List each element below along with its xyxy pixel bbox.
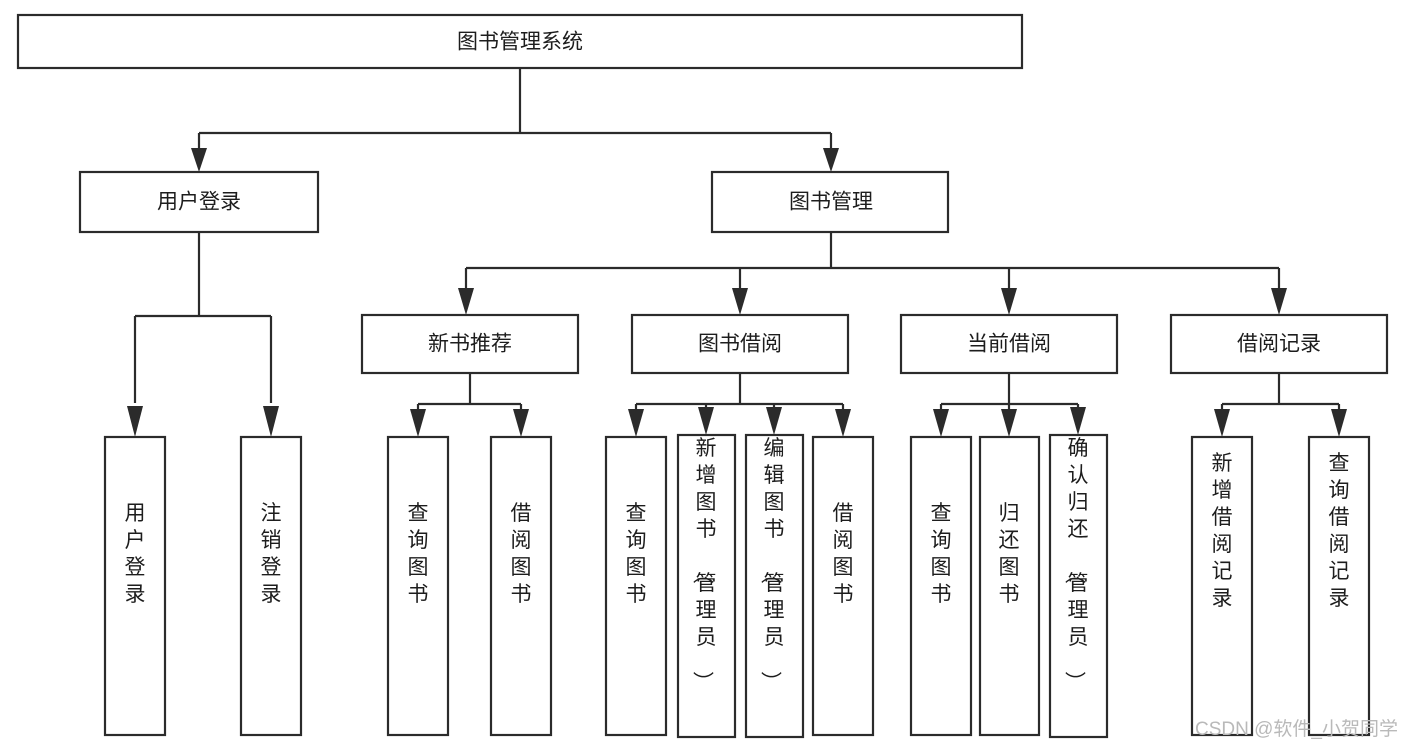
connector-bookmanage-to-level3 <box>464 232 1281 292</box>
node-book-borrow[interactable]: 图书借阅 <box>630 313 850 375</box>
node-current-borrow-box[interactable] <box>899 313 1119 375</box>
arrowhead-to-leaf-query-record <box>1331 409 1347 437</box>
node-leaf-add-book-box[interactable] <box>676 433 737 739</box>
node-book-manage[interactable]: 图书管理 <box>710 170 950 234</box>
arrowhead-to-leaf-borrow-book-1 <box>513 409 529 437</box>
node-leaf-borrow-book-2-label: 借阅图书 <box>833 502 854 606</box>
node-leaf-query-book-1-label: 查询图书 <box>408 502 429 606</box>
node-leaf-borrow-book-1[interactable]: 借阅图书 <box>489 435 553 737</box>
node-leaf-add-record[interactable]: 新增借阅记录 <box>1190 435 1254 737</box>
arrowhead-to-user-login <box>191 148 207 172</box>
node-book-manage-box[interactable] <box>710 170 950 234</box>
node-leaf-edit-book-box[interactable] <box>744 433 805 739</box>
node-leaf-query-book-2-label: 查询图书 <box>626 502 647 606</box>
node-new-book-rec[interactable]: 新书推荐 <box>360 313 580 375</box>
connector-borrowrecord-to-leaves <box>1220 373 1341 412</box>
arrowhead-to-leaf-add-book <box>698 407 714 435</box>
node-leaf-edit-book-label: 编辑图书（管理员） <box>759 437 785 692</box>
node-book-borrow-label: 图书借阅 <box>698 333 782 356</box>
node-leaf-user-login-label: 用户登录 <box>125 502 146 606</box>
node-leaf-query-book-2[interactable]: 查询图书 <box>604 435 668 737</box>
arrowhead-to-book-borrow <box>732 288 748 315</box>
node-new-book-rec-box[interactable] <box>360 313 580 375</box>
arrowhead-to-leaf-return-book <box>1001 409 1017 437</box>
node-book-manage-label: 图书管理 <box>789 191 873 214</box>
node-leaf-query-book-1[interactable]: 查询图书 <box>386 435 450 737</box>
node-user-login-box[interactable] <box>78 170 320 234</box>
node-borrow-record-label: 借阅记录 <box>1237 333 1321 356</box>
arrowhead-to-leaf-borrow-book-2 <box>835 409 851 437</box>
connectors-layer <box>127 68 1347 437</box>
node-leaf-query-book-2-box[interactable] <box>604 435 668 737</box>
node-leaf-confirm-return-box[interactable] <box>1048 433 1109 739</box>
node-leaf-user-login-box[interactable] <box>103 435 167 737</box>
node-leaf-query-book-3[interactable]: 查询图书 <box>909 435 973 737</box>
node-root-label: 图书管理系统 <box>457 31 583 54</box>
arrowhead-to-leaf-user-login <box>127 406 143 437</box>
node-root[interactable]: 图书管理系统 <box>16 13 1024 70</box>
node-leaf-confirm-return-label: 确认归还（管理员） <box>1063 437 1089 692</box>
node-leaf-logout-box[interactable] <box>239 435 303 737</box>
node-borrow-record[interactable]: 借阅记录 <box>1169 313 1389 375</box>
node-leaf-query-book-1-box[interactable] <box>386 435 450 737</box>
node-leaf-user-login[interactable]: 用户登录 <box>103 435 167 737</box>
node-leaf-return-book-label: 归还图书 <box>999 502 1020 606</box>
node-leaf-query-record-label: 查询借阅记录 <box>1329 452 1350 610</box>
node-leaf-query-book-3-label: 查询图书 <box>931 502 952 606</box>
connector-currentborrow-to-leaves <box>939 373 1080 412</box>
node-leaf-query-book-3-box[interactable] <box>909 435 973 737</box>
node-new-book-rec-label: 新书推荐 <box>428 333 512 356</box>
node-leaf-return-book-box[interactable] <box>978 435 1041 737</box>
arrowhead-to-book-manage <box>823 148 839 172</box>
node-leaf-logout-label: 注销登录 <box>261 502 282 606</box>
node-leaf-add-record-label: 新增借阅记录 <box>1212 452 1233 610</box>
arrowhead-to-leaf-query-book-3 <box>933 409 949 437</box>
arrowhead-to-new-book-rec <box>458 288 474 315</box>
arrowhead-to-leaf-add-record <box>1214 409 1230 437</box>
node-leaf-add-book[interactable]: 新增图书（管理员） <box>676 433 737 739</box>
node-leaf-confirm-return[interactable]: 确认归还（管理员） <box>1048 433 1109 739</box>
node-leaf-logout[interactable]: 注销登录 <box>239 435 303 737</box>
arrowhead-to-borrow-record <box>1271 288 1287 315</box>
node-current-borrow-label: 当前借阅 <box>967 333 1051 356</box>
node-user-login[interactable]: 用户登录 <box>78 170 320 234</box>
node-leaf-add-record-box[interactable] <box>1190 435 1254 737</box>
node-leaf-return-book[interactable]: 归还图书 <box>978 435 1041 737</box>
node-leaf-edit-book[interactable]: 编辑图书（管理员） <box>744 433 805 739</box>
arrowhead-to-leaf-confirm-return <box>1070 407 1086 435</box>
node-book-borrow-box[interactable] <box>630 313 850 375</box>
connector-newbookrec-to-leaves <box>416 373 523 412</box>
node-leaf-borrow-book-2-box[interactable] <box>811 435 875 737</box>
node-leaf-borrow-book-1-label: 借阅图书 <box>511 502 532 606</box>
node-borrow-record-box[interactable] <box>1169 313 1389 375</box>
node-leaf-borrow-book-1-box[interactable] <box>489 435 553 737</box>
node-leaf-add-book-label: 新增图书（管理员） <box>691 437 717 692</box>
node-current-borrow[interactable]: 当前借阅 <box>899 313 1119 375</box>
connector-bookborrow-to-leaves <box>634 373 845 412</box>
arrowhead-to-leaf-logout <box>263 406 279 437</box>
connector-userlogin-to-leaves <box>133 232 273 403</box>
watermark-label: CSDN @软件_小贺同学 <box>1195 718 1398 740</box>
connector-root-to-level2 <box>197 68 833 158</box>
node-leaf-query-record-box[interactable] <box>1307 435 1371 737</box>
arrowhead-to-leaf-query-book-1 <box>410 409 426 437</box>
node-root-box[interactable] <box>16 13 1024 70</box>
node-leaf-query-record[interactable]: 查询借阅记录 <box>1307 435 1371 737</box>
arrowhead-to-leaf-edit-book <box>766 407 782 435</box>
arrowhead-to-current-borrow <box>1001 288 1017 315</box>
node-user-login-label: 用户登录 <box>157 191 241 214</box>
node-leaf-borrow-book-2[interactable]: 借阅图书 <box>811 435 875 737</box>
arrowhead-to-leaf-query-book-2 <box>628 409 644 437</box>
